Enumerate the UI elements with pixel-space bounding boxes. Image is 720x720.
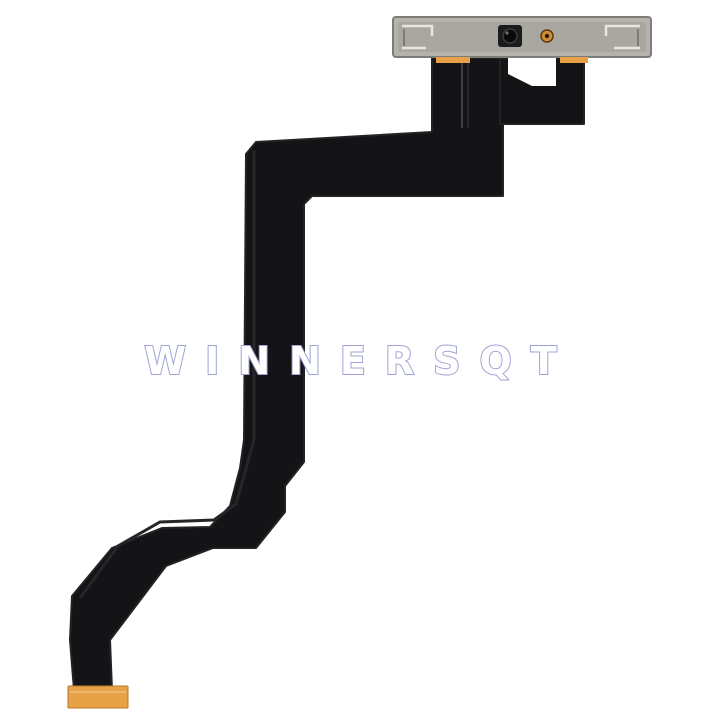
bottom-connector (67, 685, 129, 709)
camera-lens-highlight (505, 31, 509, 35)
camera-module (392, 16, 652, 63)
camera-bar-left-bracket (402, 24, 434, 50)
camera-bar-right-bracket (604, 24, 640, 50)
cable-sheen (78, 150, 256, 599)
cable-branch-notch (508, 58, 556, 86)
camera-lens-icon (502, 28, 518, 44)
cable-main-body (69, 57, 504, 691)
solder-pad (560, 57, 588, 63)
solder-pad (436, 57, 470, 63)
connector-gold-pad (67, 685, 129, 709)
flex-ribbon-cable (69, 57, 585, 691)
camera-indicator-core (544, 33, 550, 39)
watermark-text: WINNERSQT (144, 339, 575, 383)
